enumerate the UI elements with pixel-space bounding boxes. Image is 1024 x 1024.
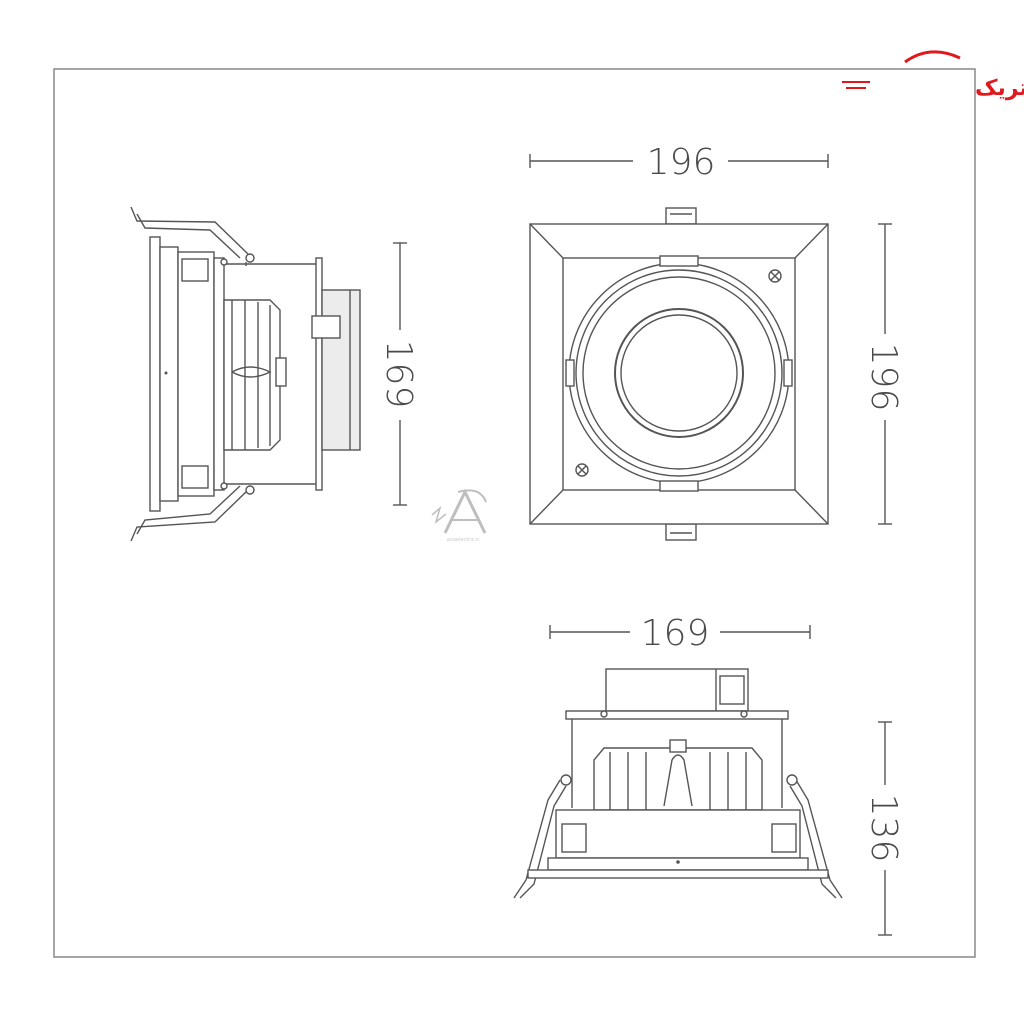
side-height-label: 169	[378, 340, 419, 409]
side-height-dimension: 169	[378, 242, 419, 506]
brand-logo-text: آنا الکتریک	[975, 73, 1024, 101]
top-height-dimension: 196	[863, 223, 904, 525]
inner-frame	[562, 257, 796, 491]
brand-logo: آنا الکتریک	[842, 50, 1024, 101]
bracket	[565, 710, 789, 720]
front-width-dimension: 169	[549, 613, 811, 654]
top-width-label: 196	[647, 142, 716, 183]
housing-front	[555, 809, 801, 859]
trim-flange	[149, 236, 161, 512]
bottom-tab	[665, 523, 697, 541]
top-width-dimension: 196	[529, 142, 829, 183]
driver-box	[321, 289, 361, 451]
heatsink-front	[593, 747, 763, 811]
spring-clip-right	[795, 779, 843, 899]
front-view	[513, 668, 843, 899]
side-view	[130, 206, 361, 542]
trim-front	[547, 857, 809, 871]
top-tab	[665, 207, 697, 225]
drawing-border	[53, 68, 976, 958]
heatsink	[223, 299, 281, 451]
watermark-logo: anaelectric.ir	[431, 488, 487, 543]
housing	[177, 251, 215, 497]
top-view	[529, 207, 829, 541]
front-width-label: 169	[641, 613, 710, 654]
lens	[620, 314, 738, 432]
screw-icon	[575, 463, 589, 477]
top-height-label: 196	[863, 343, 904, 412]
spring-clip-left	[513, 779, 561, 899]
spring-clip-top	[130, 206, 249, 255]
lens-housing	[582, 276, 776, 470]
watermark-caption: anaelectric.ir	[447, 537, 481, 543]
front-height-dimension: 136	[863, 721, 904, 936]
spring-clip-bottom	[130, 489, 249, 542]
screw-icon	[768, 269, 782, 283]
lens-bezel	[614, 308, 744, 438]
front-height-label: 136	[863, 794, 904, 863]
